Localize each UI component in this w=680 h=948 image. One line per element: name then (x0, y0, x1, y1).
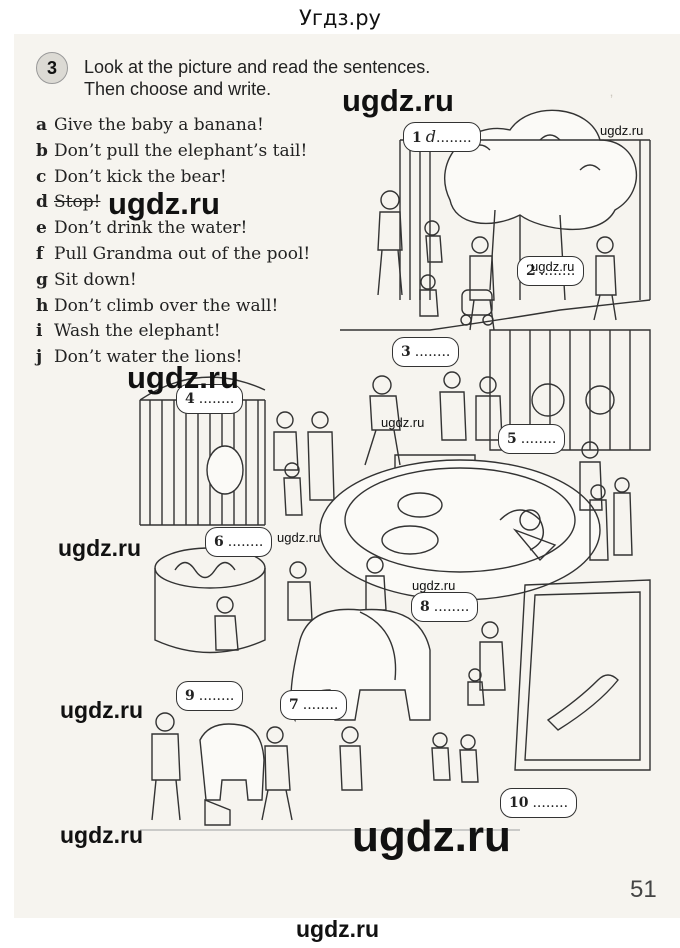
watermark: ugdz.ru (60, 822, 144, 848)
sentence-text: Don’t drink the water! (54, 218, 248, 239)
pool (319, 459, 601, 601)
sentence-letter: h (36, 295, 49, 316)
sentence-item: g Sit down! (36, 268, 310, 294)
sentence-text: Don’t kick the bear! (54, 166, 227, 187)
sentence-letter: b (36, 140, 48, 161)
exercise-instruction: Look at the picture and read the sentenc… (84, 56, 430, 100)
answer-2[interactable]: ........ (539, 263, 576, 279)
answer-1[interactable]: d (425, 127, 436, 146)
speech-bubble-9: 9........ (176, 681, 244, 711)
answer-4[interactable]: ........ (198, 391, 235, 407)
answer-3[interactable]: ........ (414, 344, 451, 360)
man-figure (151, 712, 181, 821)
watermark: ugdz.ru (60, 697, 144, 723)
watermark: ugdz.ru (296, 916, 380, 942)
sentence-text: Wash the elephant! (54, 321, 221, 342)
sentence-text: Sit down! (54, 269, 137, 290)
speech-bubble-7: 7........ (280, 690, 348, 720)
watermark: ugdz.ru (108, 186, 220, 221)
girl-figure (339, 726, 363, 791)
answer-8[interactable]: ........ (433, 599, 470, 615)
sentence-letter: e (36, 218, 47, 239)
zookeeper-figure (377, 190, 403, 296)
watermark: ugdz.ru (412, 578, 456, 593)
speech-bubble-3: 3........ (392, 337, 460, 367)
enclosure-wall (340, 299, 651, 331)
watermark: ugdz.ru (277, 530, 321, 545)
grandma-in-pool (512, 509, 557, 562)
snake-pit (154, 547, 266, 654)
speech-bubble-6: 6........ (205, 527, 273, 557)
sentence-item: b Don’t pull the elephant’s tail! (36, 139, 310, 165)
woman-figure (593, 236, 617, 321)
sentence-text: Give the baby a banana! (54, 115, 264, 135)
sentence-letter: c (36, 166, 47, 187)
sentence-item: c Don’t kick the bear! (36, 165, 310, 191)
sentence-letter: d (36, 192, 48, 213)
sentence-letter: i (36, 321, 43, 342)
sentence-text: Don’t water the lions! (54, 347, 243, 368)
crocodile-pool (514, 579, 651, 771)
watermark: ugdz.ru (342, 83, 454, 118)
sentence-item: d Stop! (36, 190, 310, 216)
watermark: ugdz.ru (381, 415, 425, 430)
sentence-item: j Don’t water the lions! (36, 345, 310, 371)
speech-bubble-8: 8........ (411, 592, 479, 622)
site-title: Угдз.ру (299, 6, 381, 30)
watermark: ugdz.ru (600, 123, 644, 138)
sentence-text: Pull Grandma out of the pool! (54, 243, 311, 264)
sentence-item: i Wash the elephant! (36, 319, 310, 345)
page-number: 51 (630, 876, 657, 903)
mother-with-buggy (460, 236, 495, 331)
watermark: ugdz.ru (352, 812, 511, 861)
zookeeper-whistling (364, 375, 401, 466)
keeper-with-hose (261, 726, 293, 821)
sentence-text: Don’t climb over the wall! (54, 295, 279, 316)
sentence-text-crossed-out: Stop! (54, 192, 101, 213)
child-figure (419, 220, 443, 317)
speech-bubble-4: 4........ (176, 384, 244, 414)
baby-elephant (199, 723, 265, 826)
sentence-text: Don’t pull the elephant’s tail! (54, 140, 308, 161)
watermark: ugdz.ru (58, 535, 142, 561)
boy-near-snakes (214, 596, 239, 651)
bucket (204, 798, 231, 826)
children-running (431, 732, 479, 783)
sentence-item: f Pull Grandma out of the pool! (36, 242, 310, 268)
answer-10[interactable]: ........ (532, 795, 569, 811)
answer-6[interactable]: ........ (227, 534, 264, 550)
sentence-letter: j (36, 347, 43, 368)
spectators-right (579, 441, 633, 561)
sentence-item: a Give the baby a banana! (36, 113, 310, 139)
sentence-item: e Don’t drink the water! (36, 216, 310, 242)
answer-9[interactable]: ........ (198, 688, 235, 704)
sentence-letter: g (36, 269, 48, 290)
answer-5[interactable]: ........ (520, 431, 557, 447)
sentence-list: a Give the baby a banana! b Don’t pull the… (36, 113, 310, 371)
exercise-number: 3 (36, 52, 68, 84)
watermark: ugdz.ru (127, 360, 239, 395)
speech-bubble-5: 5........ (498, 424, 566, 454)
sentence-letter: a (36, 115, 48, 135)
answer-7[interactable]: ........ (302, 697, 339, 713)
bear-cage (139, 376, 266, 526)
visitors-group (273, 371, 503, 516)
speech-bubble-10: 10........ (500, 788, 578, 818)
instruction-line-1: Look at the picture and read the sentenc… (84, 57, 431, 77)
lion-cage (489, 329, 651, 451)
woman-with-child (467, 621, 506, 706)
sentence-letter: f (36, 243, 44, 264)
bleed-through-decoration: ʼ (610, 92, 614, 108)
instruction-line-2: Then choose and write. (84, 79, 272, 99)
zookeeper-running (287, 561, 313, 621)
speech-bubble-2: 2........ (517, 256, 585, 286)
watermark: ugdz.ru (531, 259, 575, 274)
